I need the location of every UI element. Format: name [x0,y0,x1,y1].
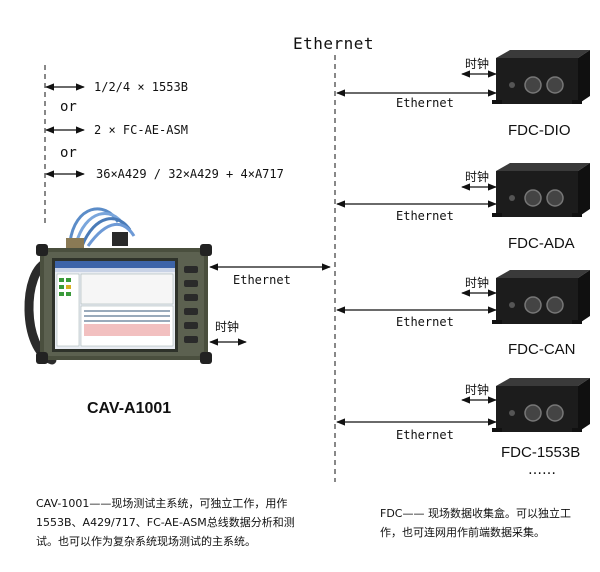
bus-option-1553b: 1/2/4 × 1553B [94,80,188,94]
cav-a1001-description: CAV-1001——现场测试主系统，可独立工作，用作1553B、A429/717… [36,497,295,548]
fdc-description: FDC—— 现场数据收集盒。可以独立工作，也可连网用作前端数据采集。 [380,507,571,539]
fdc-dio-ethernet-label: Ethernet [396,96,454,110]
bus-option-fc-ae-asm: 2 × FC-AE-ASM [94,123,188,137]
fdc-ada-ethernet-label: Ethernet [396,209,454,223]
fdc-ada-box-image [492,163,590,217]
fdc-ada-name: FDC-ADA [508,235,575,252]
fdc-dio-clock-label: 时钟 [465,57,490,71]
or-label-2: or [60,145,77,161]
tablet-ethernet-label: Ethernet [233,273,291,287]
fdc-dio-box-image [492,50,590,104]
fdc-can-name: FDC-CAN [508,341,576,358]
or-label-1: or [60,99,77,115]
fdc-can-clock-label: 时钟 [465,276,490,290]
ethernet-network-title: Ethernet [293,34,375,53]
fdc-dio-name: FDC-DIO [508,122,571,139]
fdc-can-box-image [492,270,590,324]
fdc-1553b-clock-label: 时钟 [465,383,490,397]
tablet-clock-label: 时钟 [215,320,240,334]
fdc-1553b-ethernet-label: Ethernet [396,428,454,442]
fdc-can-ethernet-label: Ethernet [396,315,454,329]
bus-option-a429-a717: 36×A429 / 32×A429 + 4×A717 [96,167,284,181]
cav-a1001-tablet-image [24,207,212,365]
more-devices-ellipsis: …… [528,462,556,478]
cav-a1001-name: CAV-A1001 [87,400,172,417]
fdc-1553b-name: FDC-1553B [501,444,581,461]
fdc-1553b-box-image [492,378,590,432]
fdc-ada-clock-label: 时钟 [465,170,490,184]
